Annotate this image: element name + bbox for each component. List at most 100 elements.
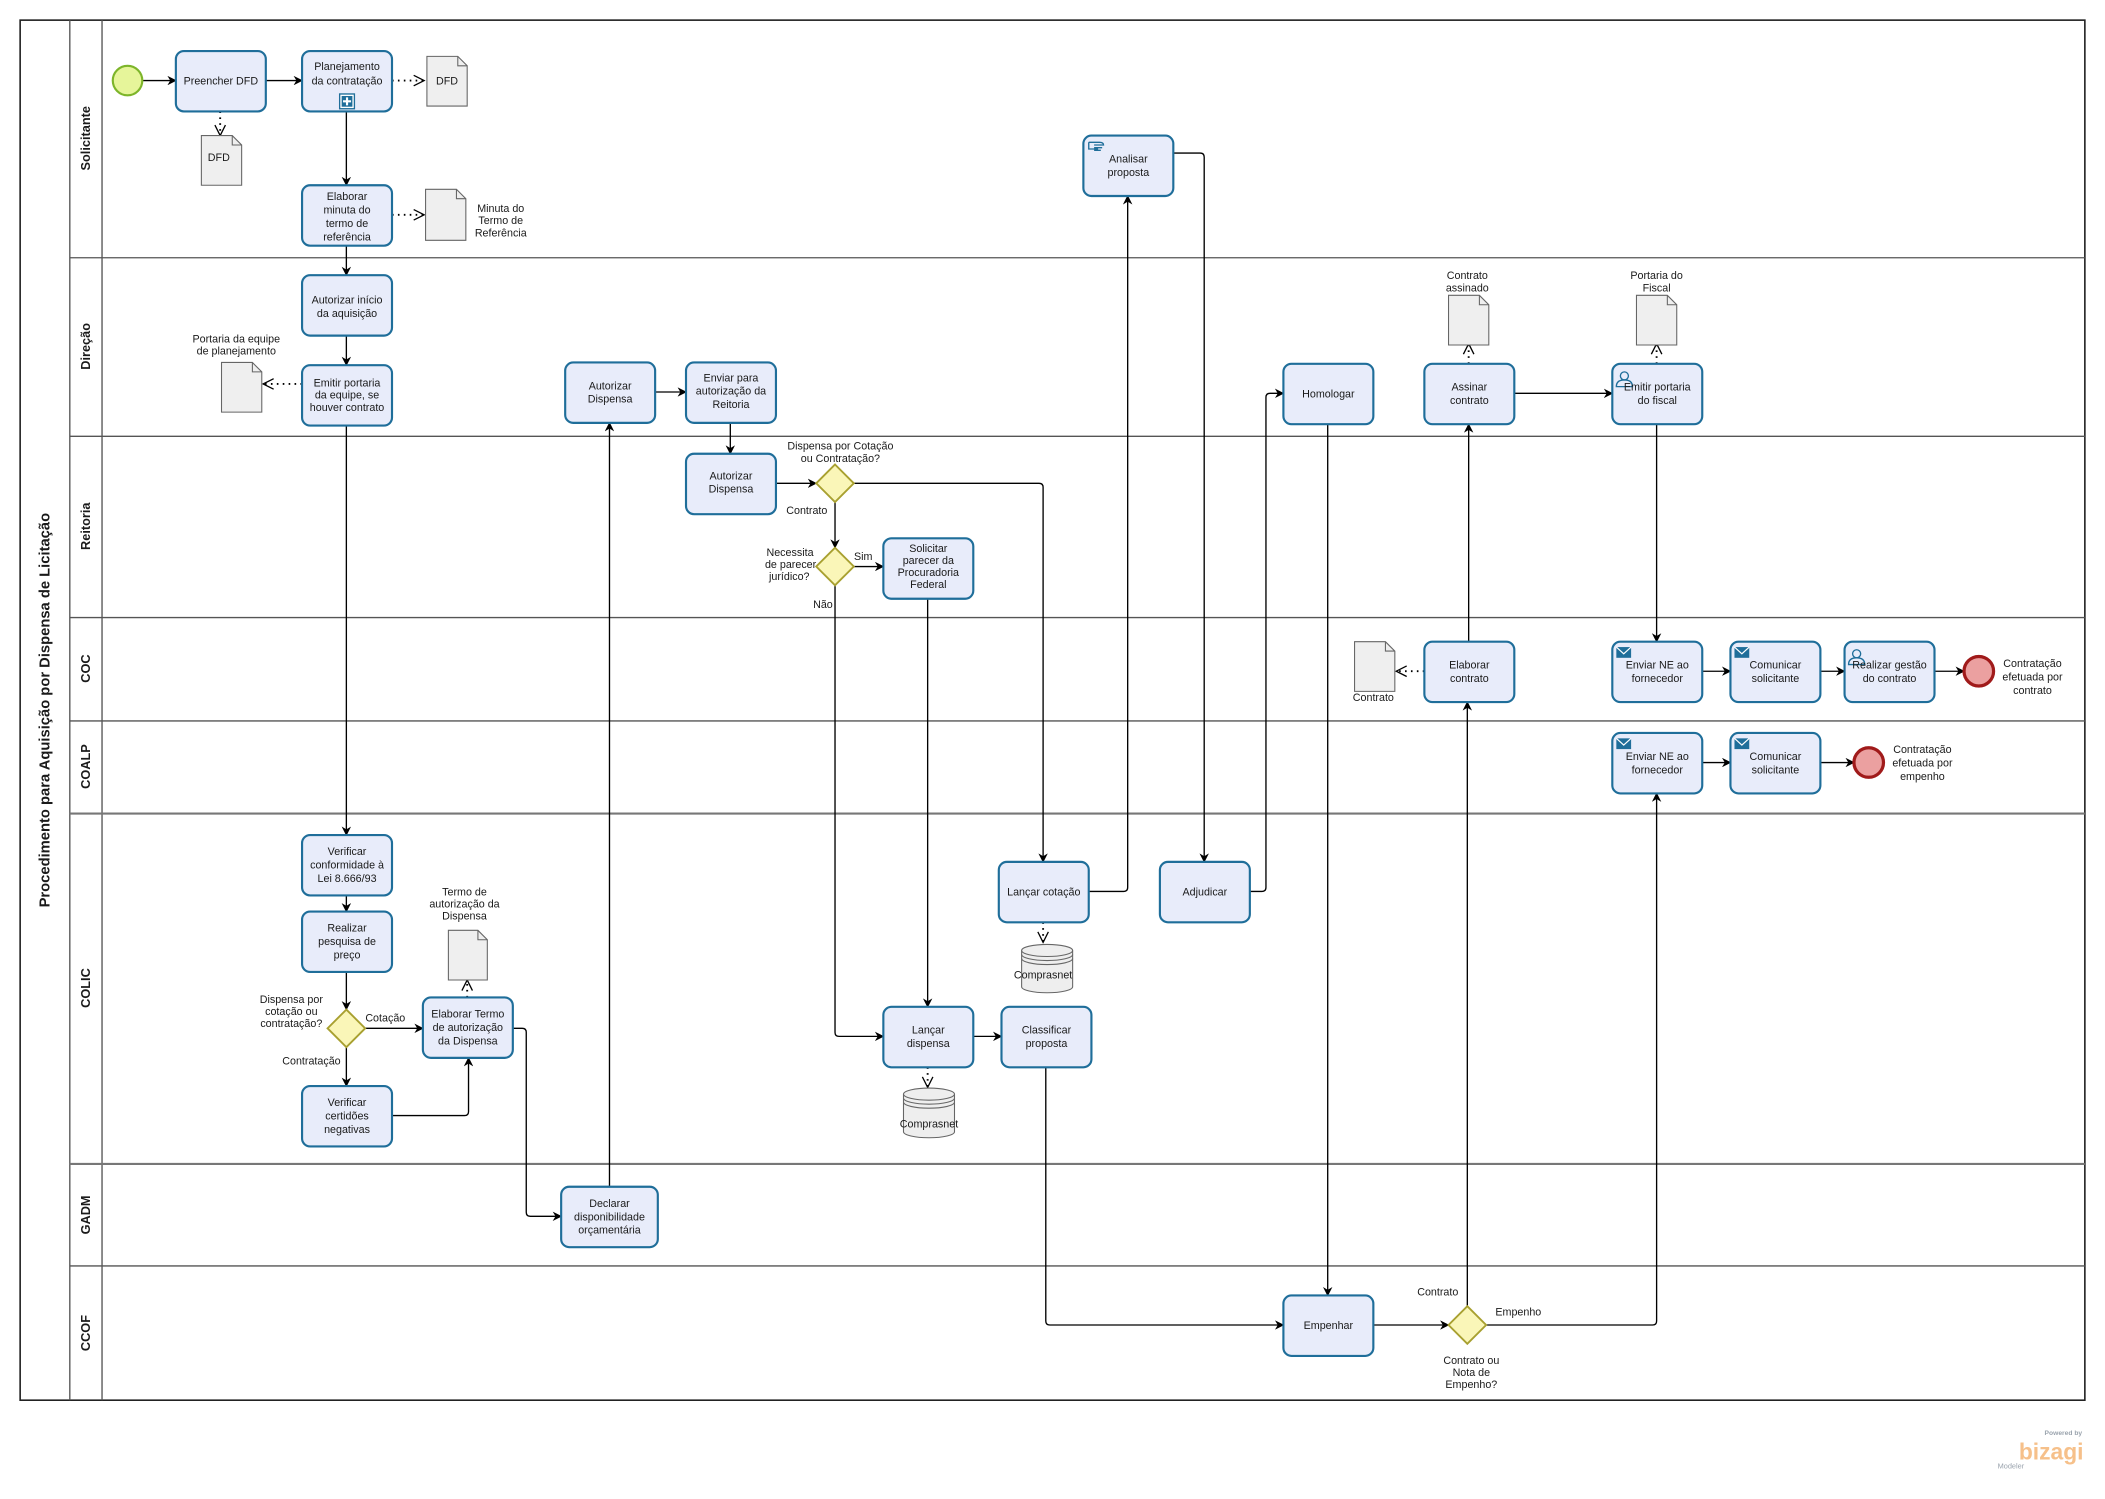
document-label: autorização da — [429, 899, 499, 911]
document-label: de planejamento — [197, 345, 276, 357]
task-enviar-ne-coc[interactable]: Enviar NE ao fornecedor — [1611, 640, 1704, 704]
document-icon — [1354, 641, 1396, 692]
gateway-reitoria-tipo[interactable]: Dispensa por Cotação ou Contratação? — [787, 441, 893, 504]
flow-label-empenho: Empenho — [1495, 1307, 1541, 1319]
task-verificar-conformidade[interactable]: Verificar conformidade à Lei 8.666/93 — [300, 833, 394, 897]
task-box — [882, 537, 975, 600]
task-label: certidões — [325, 1111, 369, 1123]
task-realizar-pesquisa-preco[interactable]: Realizar pesquisa de preço — [300, 910, 394, 974]
gateway-ccof-tipo[interactable]: Contrato ou Nota de Empenho? — [1443, 1304, 1499, 1391]
task-label: Dispensa — [709, 484, 754, 496]
task-box — [684, 452, 778, 516]
task-autorizar-dispensa-direcao[interactable]: Autorizar Dispensa — [564, 361, 657, 424]
task-classificar-proposta[interactable]: Classificar proposta — [1000, 1005, 1093, 1069]
task-label: Elaborar — [327, 191, 368, 203]
task-label: da contratação — [312, 76, 383, 88]
document-fold — [251, 362, 262, 373]
task-comunicar-solicitante-coalp[interactable]: Comunicar solicitante — [1729, 731, 1822, 795]
task-enviar-autorizacao-reitoria[interactable]: Enviar para autorização da Reitoria — [684, 361, 778, 424]
end-event-label: efetuada por — [1892, 758, 1953, 770]
task-label: do contrato — [1863, 673, 1917, 685]
flow-gateway-cotacao-to-lancar[interactable] — [853, 482, 1048, 863]
flow-analisar-to-adjudicar[interactable] — [1173, 152, 1209, 863]
data-store-comprasnet-lancar-dispensa: Comprasnet — [900, 1087, 958, 1139]
end-event-label: efetuada por — [2002, 672, 2063, 684]
flow-termo-to-declarar[interactable] — [512, 1027, 563, 1221]
task-elaborar-minuta[interactable]: Elaborar minuta do termo de referência — [300, 184, 394, 247]
powered-by-label: Powered by — [2045, 1430, 2083, 1437]
gateway-colic-tipo[interactable]: Dispensa por cotação ou contratação? — [260, 994, 367, 1049]
data-store-comprasnet-lancar-cotacao: Comprasnet — [1014, 943, 1074, 994]
end-event-contrato[interactable]: Contratação efetuada por contrato — [1962, 654, 2063, 697]
task-comunicar-solicitante-coc[interactable]: Comunicar solicitante — [1729, 640, 1822, 704]
task-planejamento-contratacao[interactable]: Planejamento da contratação — [300, 49, 394, 113]
task-label: solicitante — [1752, 673, 1800, 685]
task-verificar-certidoes[interactable]: Verificar certidões negativas — [300, 1084, 394, 1148]
subprocess-plus-icon[interactable] — [338, 93, 356, 110]
end-event-label: empenho — [1900, 771, 1945, 783]
task-elaborar-termo-autorizacao[interactable]: Elaborar Termo de autorização da Dispens… — [421, 996, 514, 1059]
flow-classificar-to-empenhar[interactable] — [1045, 1067, 1285, 1330]
task-label: proposta — [1107, 167, 1149, 179]
gateway-label: Dispensa por Cotação — [787, 441, 893, 453]
task-box — [1423, 640, 1516, 704]
task-solicitar-parecer[interactable]: Solicitar parecer da Procuradoria Federa… — [882, 537, 975, 600]
task-label: Emitir portaria — [1624, 382, 1691, 394]
task-label: Classificar — [1022, 1025, 1072, 1037]
gateway-diamond — [814, 463, 856, 504]
task-empenhar[interactable]: Empenhar — [1282, 1294, 1375, 1357]
lane-label-coalp: COALP — [78, 744, 93, 789]
task-emitir-portaria-equipe[interactable]: Emitir portaria da equipe, se houver con… — [300, 364, 394, 427]
task-enviar-ne-coalp[interactable]: Enviar NE ao fornecedor — [1611, 731, 1704, 795]
document-fold — [231, 135, 242, 146]
task-preencher-dfd[interactable]: Preencher DFD — [174, 49, 267, 113]
pool-frame — [19, 19, 2086, 1401]
task-autorizar-dispensa-reitoria[interactable]: Autorizar Dispensa — [684, 452, 778, 516]
task-label: referência — [323, 231, 371, 243]
task-autorizar-inicio[interactable]: Autorizar início da aquisição — [300, 274, 394, 337]
document-label: Contrato — [1447, 270, 1488, 282]
end-event-empenho[interactable]: Contratação efetuada por empenho — [1852, 744, 1953, 783]
document-label: Dispensa — [442, 911, 487, 923]
task-label: Federal — [910, 579, 946, 591]
document-label: Contrato — [1353, 692, 1394, 704]
task-analisar-proposta[interactable]: Analisar proposta — [1082, 134, 1175, 198]
flow-parecer-nao[interactable] — [834, 585, 885, 1042]
task-elaborar-contrato[interactable]: Elaborar contrato — [1423, 640, 1516, 704]
end-event-label: Contratação — [2003, 658, 2061, 670]
task-box — [300, 49, 394, 113]
document-label: Fiscal — [1643, 282, 1671, 294]
task-label: Assinar — [1451, 382, 1487, 394]
task-lancar-dispensa[interactable]: Lançar dispensa — [882, 1005, 975, 1069]
task-declarar-disponibilidade[interactable]: Declarar disponibilidade orçamentária — [560, 1185, 659, 1249]
message-icon — [1734, 646, 1750, 658]
gateway-reitoria-parecer[interactable]: Necessita de parecer jurídico? — [765, 546, 856, 587]
task-homologar[interactable]: Homologar — [1282, 362, 1375, 426]
flow-certidoes-to-termo[interactable] — [392, 1056, 474, 1117]
document-dfd-planejamento: DFD — [426, 55, 468, 107]
task-realizar-gestao-contrato[interactable]: Realizar gestão do contrato — [1843, 640, 1936, 704]
end-event-icon — [1852, 746, 1886, 779]
flow-gateway-empenho-to-enviar-ne[interactable] — [1486, 792, 1662, 1326]
task-label: da Dispensa — [438, 1035, 498, 1047]
database-icon — [1021, 950, 1074, 994]
gateway-label: de parecer — [765, 559, 817, 571]
task-adjudicar[interactable]: Adjudicar — [1158, 860, 1251, 924]
task-label: Verificar — [328, 1097, 367, 1109]
task-emitir-portaria-fiscal[interactable]: Emitir portaria do fiscal — [1611, 362, 1704, 426]
flow-cotacao-to-analisar[interactable] — [1088, 195, 1133, 893]
flow-adjudicar-to-homologar[interactable] — [1249, 388, 1285, 893]
bizagi-branding: Powered by bizagi Modeler — [1998, 1430, 2084, 1471]
document-fold — [477, 930, 488, 941]
start-event[interactable] — [111, 64, 144, 97]
task-assinar-contrato[interactable]: Assinar contrato — [1423, 362, 1516, 426]
task-box — [1423, 362, 1516, 426]
task-box — [1000, 1005, 1093, 1069]
task-label: Homologar — [1302, 388, 1355, 400]
task-lancar-cotacao[interactable]: Lançar cotação — [997, 860, 1090, 924]
document-minuta-tr: Minuta do Termo de Referência — [425, 188, 527, 241]
flow-label-cotacao: Cotação — [365, 1013, 405, 1025]
task-label: Autorizar — [589, 380, 632, 392]
document-icon — [1635, 294, 1678, 346]
document-label: Referência — [475, 227, 527, 239]
